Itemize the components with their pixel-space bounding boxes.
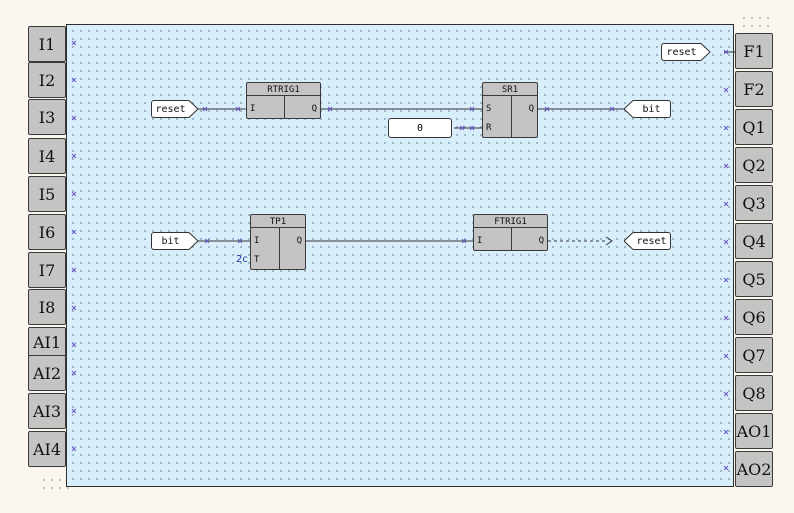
- pin-label-i: I: [254, 236, 260, 246]
- block-title: SR1: [501, 85, 519, 95]
- constant-value: 0: [416, 122, 424, 134]
- input-port-i5[interactable]: I5: [28, 176, 66, 212]
- sr1-block[interactable]: SR1 S R Q: [482, 82, 538, 138]
- input-port-ai3[interactable]: AI3: [28, 393, 66, 429]
- input-port-i8[interactable]: I8: [28, 289, 66, 325]
- pin-label-r: R: [486, 123, 492, 133]
- tag-label: reset: [155, 103, 186, 115]
- pin-label-q: Q: [538, 236, 544, 246]
- input-port-ai1[interactable]: AI1: [28, 327, 66, 357]
- pin-label-q: Q: [296, 236, 302, 246]
- output-port-q4[interactable]: Q4: [735, 223, 773, 259]
- tag-label: bit: [161, 235, 180, 247]
- pin-label-q: Q: [311, 104, 317, 114]
- tag-arrow-right: [189, 232, 199, 250]
- tag-label: reset: [636, 235, 667, 247]
- pin-label-t: T: [254, 255, 260, 265]
- bit-output-tag[interactable]: bit: [624, 100, 671, 118]
- diagram-canvas[interactable]: [66, 24, 734, 487]
- corner-dots: [740, 14, 770, 28]
- pin-label-i: I: [250, 104, 256, 114]
- bit-input-tag[interactable]: bit: [151, 232, 199, 250]
- pin-label-q: Q: [528, 104, 534, 114]
- output-port-q7[interactable]: Q7: [735, 337, 773, 373]
- input-port-i7[interactable]: I7: [28, 252, 66, 288]
- output-port-ao1[interactable]: AO1: [735, 413, 773, 449]
- output-port-ao2[interactable]: AO2: [735, 451, 773, 487]
- pin-label-i: I: [477, 236, 483, 246]
- output-port-q3[interactable]: Q3: [735, 185, 773, 221]
- block-title: FTRIG1: [494, 217, 527, 227]
- output-port-q1[interactable]: Q1: [735, 109, 773, 145]
- tag-label: reset: [666, 46, 697, 58]
- tag-arrow-left: [624, 100, 634, 118]
- output-port-f2[interactable]: F2: [735, 71, 773, 107]
- rtrig1-block[interactable]: RTRIG1 I Q: [246, 82, 321, 119]
- output-port-q5[interactable]: Q5: [735, 261, 773, 297]
- tp1-time-param[interactable]: 2c: [236, 254, 249, 265]
- output-port-q8[interactable]: Q8: [735, 375, 773, 411]
- tag-arrow-left: [624, 232, 634, 250]
- reset-input-tag[interactable]: reset: [151, 100, 199, 118]
- tag-label: bit: [642, 103, 661, 115]
- pin-label-s: S: [486, 104, 492, 114]
- tag-arrow-right: [701, 43, 711, 61]
- tp1-block[interactable]: TP1 I T Q: [250, 214, 306, 270]
- corner-dots: [40, 476, 70, 490]
- input-port-i3[interactable]: I3: [28, 99, 66, 135]
- constant-zero[interactable]: 0: [388, 118, 452, 138]
- tag-arrow-right: [189, 100, 199, 118]
- block-title: TP1: [269, 217, 287, 227]
- input-port-ai4[interactable]: AI4: [28, 431, 66, 467]
- ftrig1-block[interactable]: FTRIG1 I Q: [473, 214, 548, 251]
- input-port-i1[interactable]: I1: [28, 26, 66, 62]
- input-port-i6[interactable]: I6: [28, 214, 66, 250]
- input-port-i4[interactable]: I4: [28, 138, 66, 174]
- reset-output-tag[interactable]: reset: [661, 43, 711, 61]
- input-port-ai2[interactable]: AI2: [28, 355, 66, 391]
- output-port-f1[interactable]: F1: [735, 33, 773, 69]
- reset-output-tag-2[interactable]: reset: [624, 232, 671, 250]
- output-port-q2[interactable]: Q2: [735, 147, 773, 183]
- input-port-i2[interactable]: I2: [28, 62, 66, 98]
- block-title: RTRIG1: [267, 85, 300, 95]
- output-port-q6[interactable]: Q6: [735, 299, 773, 335]
